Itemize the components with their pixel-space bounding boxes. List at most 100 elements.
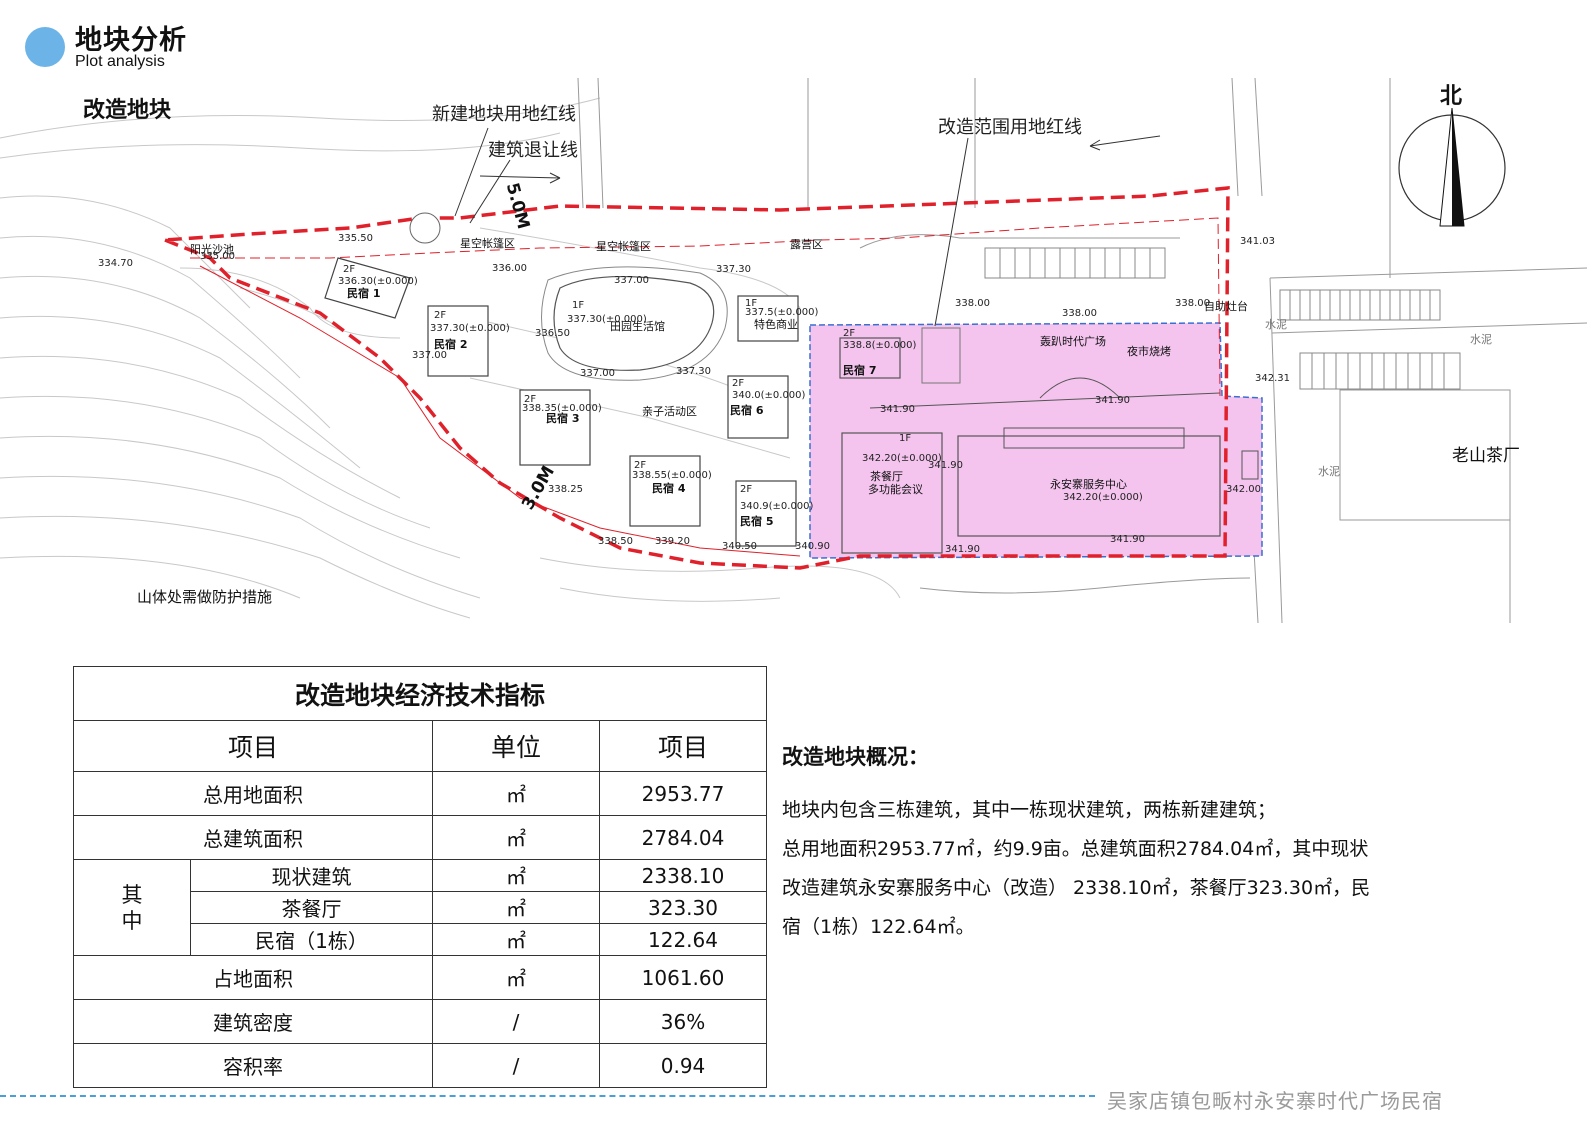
plan-title: 改造地块 [83, 98, 172, 123]
tree-icon [409, 212, 441, 244]
column-header: 单位 [432, 720, 600, 772]
building-name: 民宿 4 [652, 482, 686, 495]
table-row: 容积率 / 0.94 [73, 1043, 767, 1088]
tea-factory-label: 老山茶厂 [1452, 446, 1520, 466]
zone-bbq-stove: 自助灶台 [1204, 300, 1248, 313]
zone-star-tent-1: 星空帐篷区 [460, 237, 515, 250]
level-marker: 338.50 [598, 536, 633, 547]
setback-line-south [199, 265, 801, 557]
slope-note: 山体处需做防护措施 [137, 588, 273, 606]
building-floors: 2F [343, 264, 356, 275]
parking-stall-dividers [999, 248, 1445, 389]
indicator-table: 改造地块经济技术指标 项目 单位 项目 总用地面积 ㎡ 2953.77 总建筑面… [73, 666, 767, 1088]
kiosk [1241, 450, 1259, 480]
row-label: 民宿（1栋） [190, 923, 433, 956]
level-marker: 341.90 [1095, 395, 1130, 406]
zone-meeting: 多功能会议 [868, 483, 923, 496]
page-subtitle: Plot analysis [75, 53, 165, 70]
building-floors: 2F [524, 394, 537, 405]
level-marker: 341.90 [928, 460, 963, 471]
row-label: 现状建筑 [190, 859, 433, 892]
footer-project-name: 吴家店镇包畈村永安寨时代广场民宿 [1107, 1089, 1443, 1113]
row-label: 建筑密度 [73, 999, 433, 1044]
service-center-wing [1003, 427, 1185, 449]
group-label: 其中 [73, 859, 191, 956]
building-name: 民宿 1 [347, 287, 381, 300]
setback-line [190, 217, 1221, 397]
building-floors: 2F [434, 310, 447, 321]
level-marker: 338.00 [1062, 308, 1097, 319]
level-marker: 334.70 [98, 258, 133, 269]
zone-cement-3: 水泥 [1318, 465, 1340, 478]
building-elevation: 337.30(±0.000) [567, 314, 647, 325]
garden-hall-building [553, 275, 715, 371]
footer-divider [0, 1095, 1095, 1097]
building-floors: 2F [634, 460, 647, 471]
row-label: 容积率 [73, 1043, 433, 1088]
table-row: 其中 现状建筑 ㎡ 2338.10 [73, 859, 767, 956]
level-marker: 337.00 [412, 350, 447, 361]
row-value: 1061.60 [599, 955, 767, 1000]
building-elevation: 337.5(±0.000) [745, 307, 819, 318]
site-plan: 改造地块 新建地块用地红线 建筑退让线 改造范围用地红线 北 老山茶厂 山体处需… [0, 78, 1587, 623]
row-unit: ㎡ [432, 771, 600, 816]
homestay-7-building [839, 337, 901, 379]
zone-star-tent-2: 星空帐篷区 [596, 240, 651, 253]
building-name: 民宿 6 [730, 404, 764, 417]
table-row: 茶餐厅 ㎡ 323.30 [74, 891, 767, 924]
summary-text: 地块内包含三栋建筑，其中一栋现状建筑，两栋新建建筑； 总用地面积2953.77㎡… [782, 791, 1432, 947]
building-elevation: 340.0(±0.000) [732, 390, 806, 401]
leader-lines [454, 127, 969, 327]
building-floors: 2F [740, 484, 753, 495]
summary-title: 改造地块概况： [782, 745, 929, 769]
row-value: 2784.04 [599, 815, 767, 860]
callout-new-red-line: 新建地块用地红线 [432, 104, 576, 125]
zone-cement-1: 水泥 [1265, 318, 1287, 331]
level-marker: 342.31 [1255, 373, 1290, 384]
column-header: 项目 [599, 720, 767, 772]
level-marker: 341.90 [880, 404, 915, 415]
level-marker: 340.50 [722, 541, 757, 552]
summary-line: 改造建筑永安寨服务中心（改造） 2338.10㎡，茶餐厅323.30㎡，民 [782, 877, 1371, 899]
zone-night-market: 夜市烧烤 [1127, 345, 1171, 358]
row-label: 茶餐厅 [190, 891, 433, 924]
building-elevation: 338.55(±0.000) [632, 470, 712, 481]
group-label-text: 其中 [121, 882, 143, 933]
red-line-boundary [164, 186, 1230, 570]
building-floors: 1F [572, 300, 585, 311]
row-value: 122.64 [599, 923, 767, 956]
direction-arrows [479, 135, 1161, 184]
row-label: 总建筑面积 [73, 815, 433, 860]
building-elevation: 338.8(±0.000) [843, 340, 917, 351]
row-value: 2338.10 [599, 859, 767, 892]
row-unit: / [432, 1043, 600, 1088]
row-value: 323.30 [599, 891, 767, 924]
page-title: 地块分析 [75, 25, 187, 56]
service-center-building [957, 435, 1221, 537]
row-value: 0.94 [599, 1043, 767, 1088]
table-row: 总用地面积 ㎡ 2953.77 [73, 771, 767, 816]
callout-setback-line: 建筑退让线 [488, 140, 578, 161]
level-marker: 337.00 [580, 368, 615, 379]
homestay-buildings [324, 257, 799, 547]
service-center-elevation: 342.20(±0.000) [1063, 492, 1143, 503]
row-unit: ㎡ [432, 955, 600, 1000]
row-value: 36% [599, 999, 767, 1044]
zone-service-center: 永安寨服务中心 [1050, 478, 1127, 491]
level-marker: 336.50 [535, 328, 570, 339]
building-elevation: 342.20(±0.000) [862, 453, 942, 464]
level-marker: 342.00 [1226, 484, 1261, 495]
column-header: 项目 [73, 720, 433, 772]
zone-tea-room: 茶餐厅 [870, 470, 903, 483]
row-unit: ㎡ [432, 891, 600, 924]
building-floors: 1F [899, 433, 912, 444]
building-floors: 2F [732, 378, 745, 389]
row-unit: ㎡ [432, 859, 600, 892]
zone-cement-2: 水泥 [1470, 333, 1492, 346]
table-row: 民宿（1栋） ㎡ 122.64 [74, 923, 767, 956]
header-dot [25, 27, 65, 67]
level-marker: 338.00 [1175, 298, 1210, 309]
row-label: 占地面积 [73, 955, 433, 1000]
north-label: 北 [1440, 84, 1463, 109]
summary-line: 宿（1栋）122.64㎡。 [782, 916, 975, 938]
